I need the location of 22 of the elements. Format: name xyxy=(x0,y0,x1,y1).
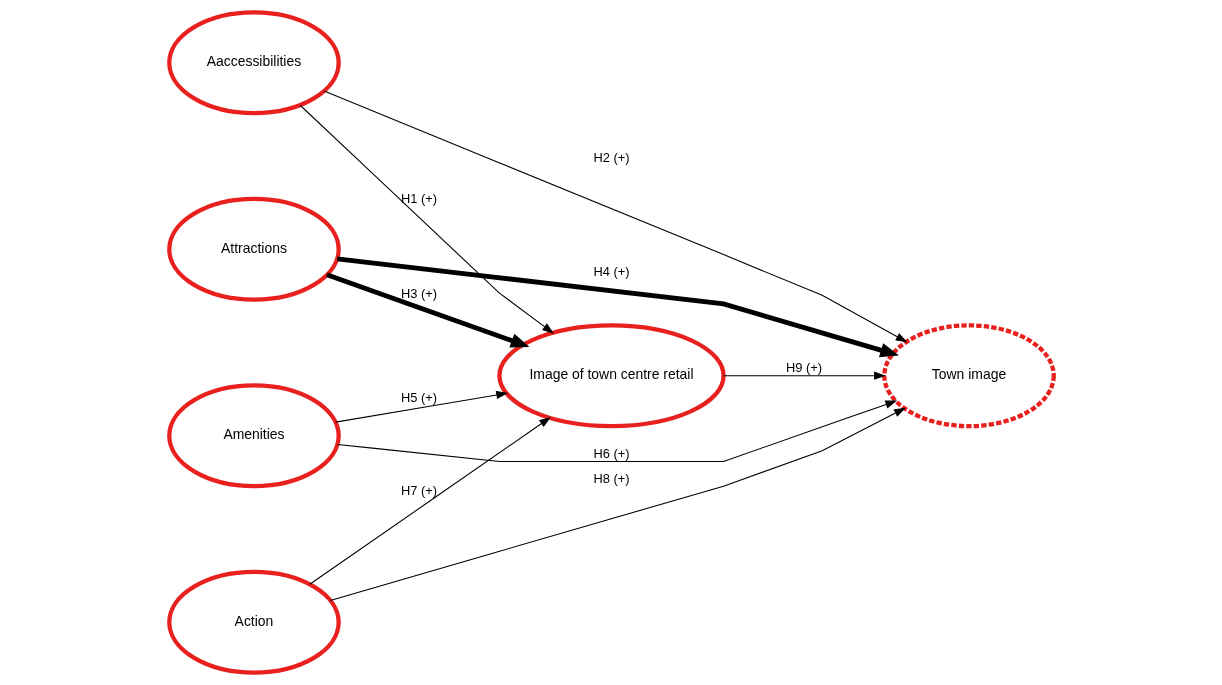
edge-label: H2 (+) xyxy=(592,149,630,165)
edge-label: H9 (+) xyxy=(785,360,822,376)
node-ellipse: Aaccessibilities xyxy=(166,10,341,116)
node-ellipse: Action xyxy=(166,569,341,675)
edge-label: H5 (+) xyxy=(400,390,437,406)
edge-label: H6 (+) xyxy=(592,445,630,461)
arrow xyxy=(334,390,508,423)
arrow xyxy=(329,407,906,601)
edge-label: H1 (+) xyxy=(400,190,437,206)
edge-label: H4 (+) xyxy=(592,263,630,279)
arrow xyxy=(336,256,899,358)
arrow xyxy=(323,90,908,343)
arrow xyxy=(308,416,551,585)
arrow xyxy=(325,272,529,348)
arrow xyxy=(722,371,886,380)
node-ellipse: Attractions xyxy=(166,196,341,302)
arrow xyxy=(336,400,897,463)
edge-label: H7 (+) xyxy=(400,483,437,499)
edge-label: H3 (+) xyxy=(400,286,437,302)
node-ellipse: Amenities xyxy=(166,383,341,489)
arrow xyxy=(299,104,554,334)
edge-label: H8 (+) xyxy=(592,470,630,486)
